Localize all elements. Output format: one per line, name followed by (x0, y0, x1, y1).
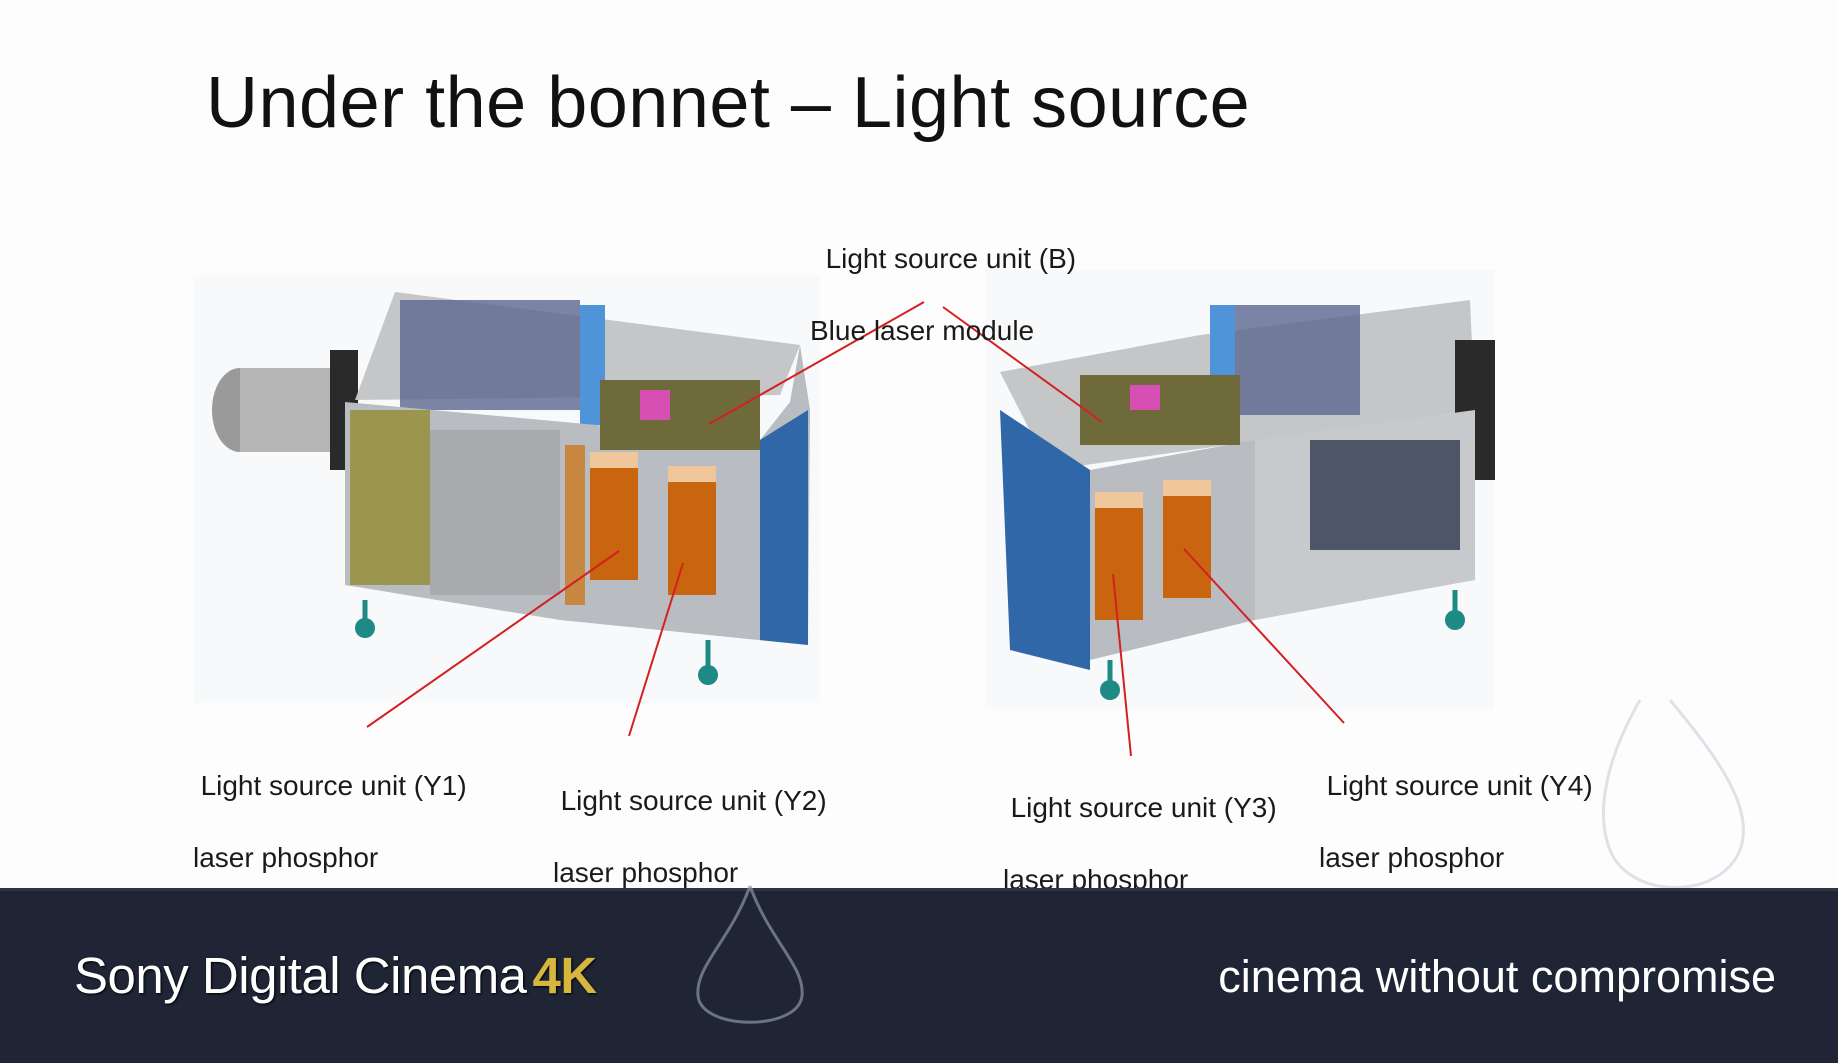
label-line1: Light source unit (Y3) (1010, 792, 1277, 823)
label-line1: Light source unit (Y1) (200, 770, 467, 801)
leader-lines (366, 301, 1345, 757)
brand-name: Sony Digital Cinema (74, 947, 527, 1004)
leader-line-b-left (708, 301, 925, 425)
y4-unit (1163, 488, 1211, 598)
leader-line-b-right (942, 306, 1103, 423)
label-line2: laser phosphor (193, 842, 379, 873)
right-projector-drawing (985, 270, 1495, 709)
label-light-source-y1: Light source unit (Y1) laser phosphor (185, 732, 467, 912)
y1-unit (590, 460, 638, 580)
left-projector-drawing (193, 275, 820, 703)
label-light-source-y4: Light source unit (Y4) laser phosphor (1311, 732, 1593, 912)
leader-line-y1 (366, 550, 620, 728)
y2-unit (668, 475, 716, 595)
label-line2: laser phosphor (553, 857, 739, 888)
water-drop-icon (696, 885, 804, 1024)
label-line1: Light source unit (Y4) (1326, 770, 1593, 801)
label-line1: Light source unit (Y2) (560, 785, 827, 816)
label-line2: laser phosphor (1319, 842, 1505, 873)
label-light-source-b: Light source unit (B) Blue laser module (810, 205, 1076, 385)
leader-line-y2 (628, 562, 684, 737)
slide-title: Under the bonnet – Light source (206, 63, 1251, 143)
y3-unit (1095, 500, 1143, 620)
brand-4k: 4K (532, 947, 598, 1004)
projector-illustrations (193, 270, 1745, 888)
leader-line-y4 (1183, 548, 1345, 724)
tagline: cinema without compromise (1218, 951, 1776, 1002)
label-line1: Light source unit (B) (825, 243, 1077, 274)
label-line2: Blue laser module (810, 315, 1035, 346)
label-light-source-y2: Light source unit (Y2) laser phosphor (545, 747, 827, 927)
water-drop-icon (1602, 699, 1745, 888)
leader-line-y3 (1112, 573, 1132, 757)
